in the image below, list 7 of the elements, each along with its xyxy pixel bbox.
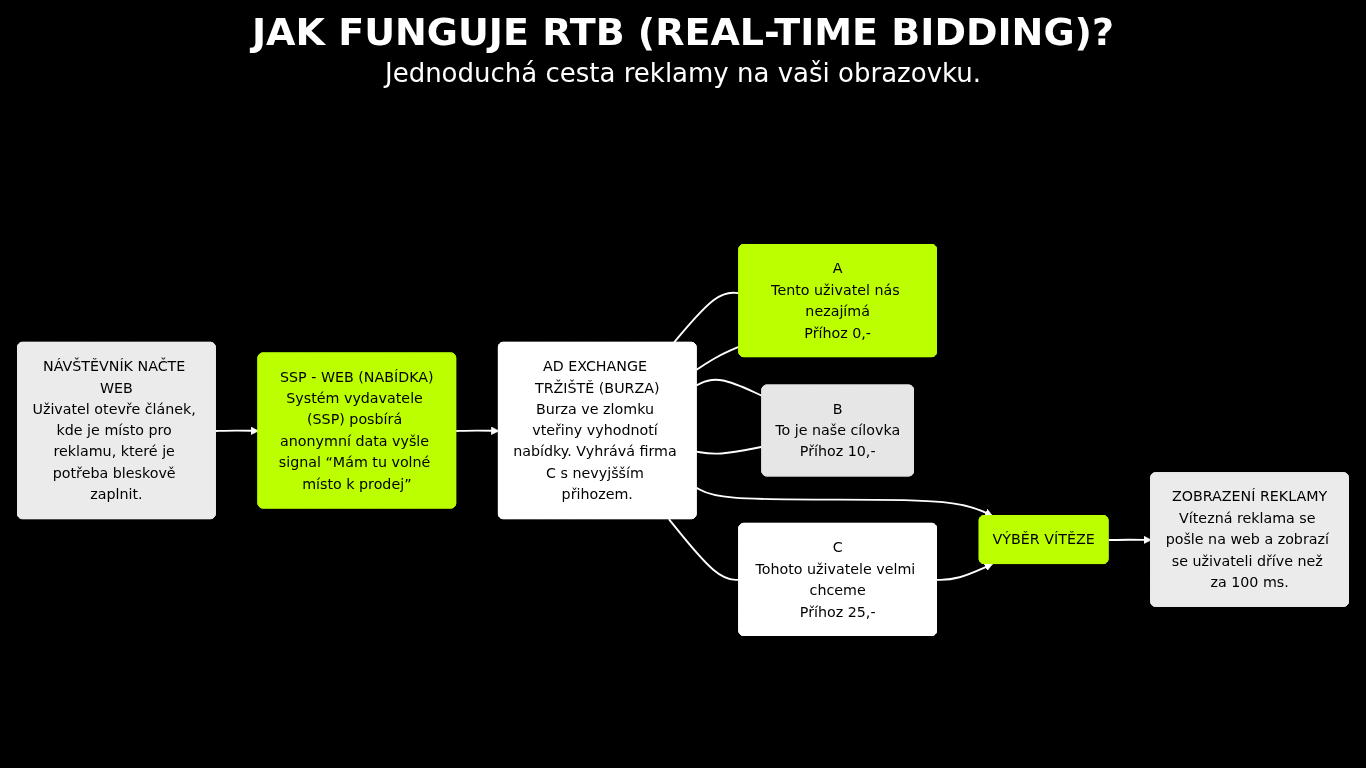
subtitle: Jednoduchá cesta reklamy na vaši obrazovku. — [384, 58, 981, 88]
title: JAK FUNGUJE RTB (REAL-TIME BIDDING)? — [251, 10, 1115, 54]
arrow — [1107, 535, 1152, 545]
arrow — [695, 486, 993, 517]
arrow — [936, 563, 993, 581]
arrow — [455, 426, 500, 435]
arrow — [214, 426, 259, 435]
